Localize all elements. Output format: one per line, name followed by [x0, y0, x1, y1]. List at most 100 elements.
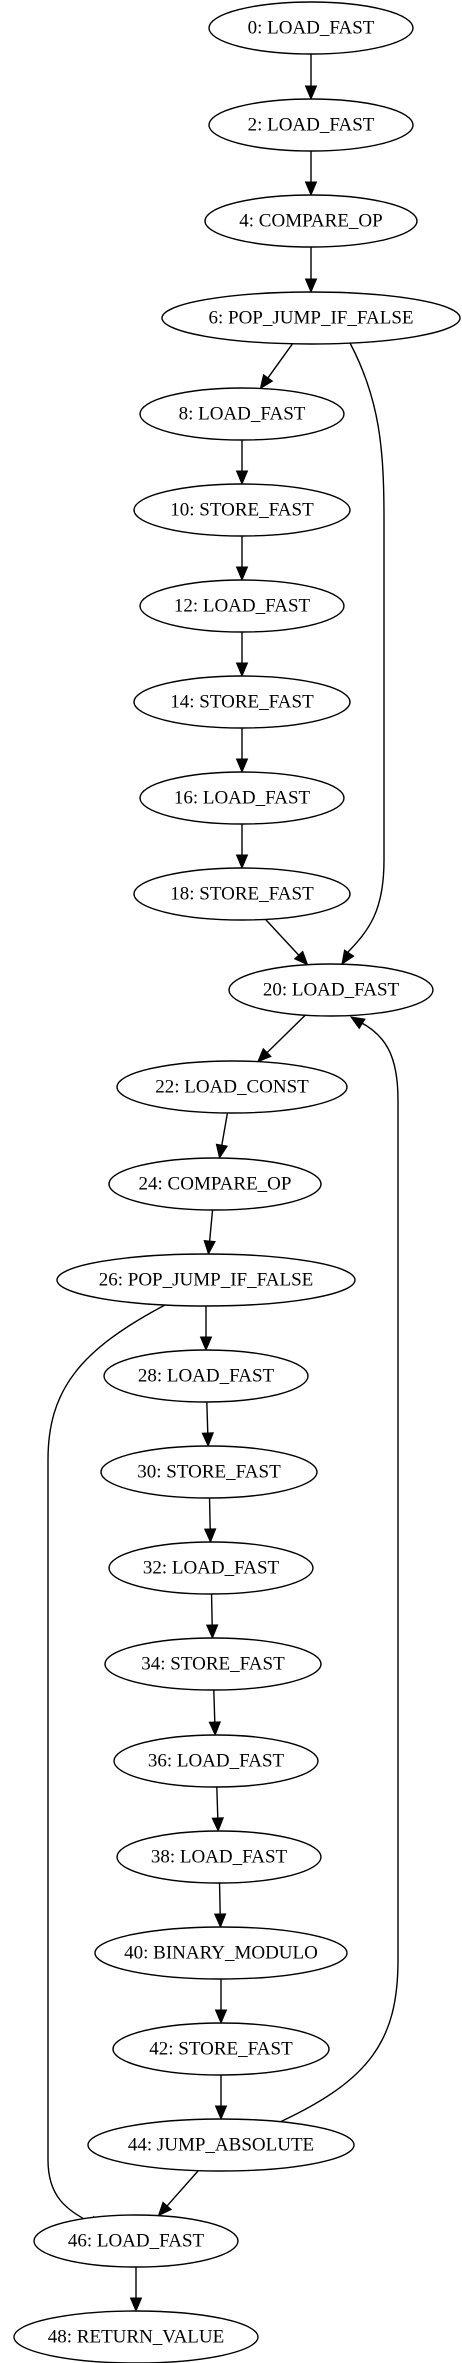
edge-n0-to-n2: [304, 54, 318, 101]
edge-n10-to-n12: [235, 536, 249, 582]
node-shape: [87, 2118, 355, 2172]
edge-n2-to-n4: [304, 151, 318, 197]
edge-line: [220, 1112, 229, 1147]
graph-node-12: 12: LOAD_FAST: [139, 579, 345, 633]
node-label: 6: POP_JUMP_IF_FALSE: [208, 308, 413, 329]
node-label: 46: LOAD_FAST: [68, 2231, 205, 2252]
node-label: 48: RETURN_VALUE: [48, 2327, 224, 2348]
node-label: 4: COMPARE_OP: [239, 211, 382, 232]
node-label: 12: LOAD_FAST: [174, 596, 311, 617]
arrowhead-icon: [256, 1047, 272, 1063]
arrowhead-icon: [208, 1721, 222, 1737]
node-shape: [103, 1349, 309, 1403]
graph-node-0: 0: LOAD_FAST: [208, 1, 414, 55]
edge-line: [265, 1014, 306, 1054]
node-label: 36: LOAD_FAST: [148, 1751, 285, 1772]
graph-node-26: 26: POP_JUMP_IF_FALSE: [56, 1253, 356, 1307]
arrowhead-icon: [157, 2201, 173, 2217]
node-label: 26: POP_JUMP_IF_FALSE: [99, 1270, 314, 1291]
graph-node-42: 42: STORE_FAST: [112, 2022, 330, 2076]
graph-node-48: 48: RETURN_VALUE: [13, 2310, 259, 2363]
node-label: 34: STORE_FAST: [141, 1654, 285, 1675]
arrowhead-icon: [304, 278, 318, 294]
node-label: 28: LOAD_FAST: [138, 1366, 275, 1387]
edge-n22-to-n24: [215, 1112, 229, 1160]
edge-line: [266, 343, 294, 380]
node-label: 2: LOAD_FAST: [248, 115, 375, 136]
edge-n32-to-n34: [205, 1593, 219, 1640]
node-shape: [208, 98, 414, 152]
arrowhead-icon: [215, 1143, 229, 1160]
arrowhead-icon: [214, 2009, 228, 2025]
edge-n42-to-n44: [214, 2075, 228, 2121]
edge-n44-to-n20: [279, 1016, 399, 2123]
node-label: 20: LOAD_FAST: [263, 980, 400, 1001]
graph-node-24: 24: COMPARE_OP: [108, 1157, 322, 1211]
edge-line: [210, 1593, 213, 1627]
node-shape: [228, 963, 434, 1017]
node-label: 10: STORE_FAST: [170, 500, 314, 521]
node-label: 44: JUMP_ABSOLUTE: [128, 2135, 314, 2156]
node-label: 22: LOAD_CONST: [155, 1077, 309, 1098]
edge-n18-to-n20: [265, 918, 309, 966]
node-label: 30: STORE_FAST: [137, 1462, 281, 1483]
node-label: 32: LOAD_FAST: [143, 1558, 280, 1579]
edge-line: [208, 1497, 211, 1531]
edge-n8-to-n10: [235, 440, 249, 486]
arrowhead-icon: [304, 181, 318, 197]
node-shape: [113, 1734, 319, 1788]
node-label: 24: COMPARE_OP: [139, 1174, 292, 1195]
arrowhead-icon: [235, 470, 249, 486]
node-label: 16: LOAD_FAST: [174, 788, 311, 809]
node-label: 18: STORE_FAST: [170, 884, 314, 905]
graph-node-30: 30: STORE_FAST: [100, 1445, 318, 1499]
arrowhead-icon: [341, 949, 355, 966]
edge-n6-to-n8: [259, 343, 294, 390]
arrowhead-icon: [205, 1624, 219, 1640]
edge-n46-to-n48: [129, 2267, 143, 2313]
edge-line: [165, 2170, 199, 2208]
edge-n12-to-n14: [235, 632, 249, 678]
arrowhead-icon: [201, 1432, 215, 1448]
node-layer: 0: LOAD_FAST 2: LOAD_FAST 4: COMPARE_OP 6: …: [13, 1, 461, 2363]
node-shape: [133, 675, 351, 729]
graph-node-44: 44: JUMP_ABSOLUTE: [87, 2118, 355, 2172]
node-shape: [133, 867, 351, 921]
node-shape: [56, 1253, 356, 1307]
graph-node-16: 16: LOAD_FAST: [139, 771, 345, 825]
graph-node-36: 36: LOAD_FAST: [113, 1734, 319, 1788]
edge-line: [216, 1786, 219, 1820]
edge-line: [279, 1021, 399, 2123]
arrowhead-icon: [203, 1239, 216, 1256]
arrowhead-icon: [213, 1913, 227, 1929]
arrowhead-icon: [235, 758, 249, 774]
graph-node-28: 28: LOAD_FAST: [103, 1349, 309, 1403]
graph-node-20: 20: LOAD_FAST: [228, 963, 434, 1017]
node-shape: [161, 291, 461, 345]
graph-node-32: 32: LOAD_FAST: [108, 1541, 314, 1595]
arrowhead-icon: [199, 1336, 213, 1352]
arrowhead-icon: [349, 1016, 366, 1030]
graph-node-18: 18: STORE_FAST: [133, 867, 351, 921]
edge-n34-to-n36: [208, 1689, 222, 1737]
node-shape: [108, 1157, 322, 1211]
node-shape: [204, 194, 418, 248]
arrowhead-icon: [235, 662, 249, 678]
edge-line: [265, 918, 300, 957]
edge-line: [218, 1882, 221, 1916]
arrowhead-icon: [235, 854, 249, 870]
arrowhead-icon: [293, 950, 309, 966]
node-label: 0: LOAD_FAST: [248, 18, 375, 39]
edge-n24-to-n26: [203, 1209, 216, 1256]
edge-n28-to-n30: [201, 1401, 215, 1448]
edge-n6-to-n20: [341, 342, 385, 966]
node-shape: [13, 2310, 259, 2363]
node-shape: [133, 483, 351, 537]
node-shape: [100, 1445, 318, 1499]
edge-layer: [47, 54, 399, 2313]
graph-node-8: 8: LOAD_FAST: [139, 387, 345, 441]
graph-node-2: 2: LOAD_FAST: [208, 98, 414, 152]
node-shape: [94, 1926, 348, 1980]
node-label: 42: STORE_FAST: [149, 2039, 293, 2060]
edge-n4-to-n6: [304, 247, 318, 294]
